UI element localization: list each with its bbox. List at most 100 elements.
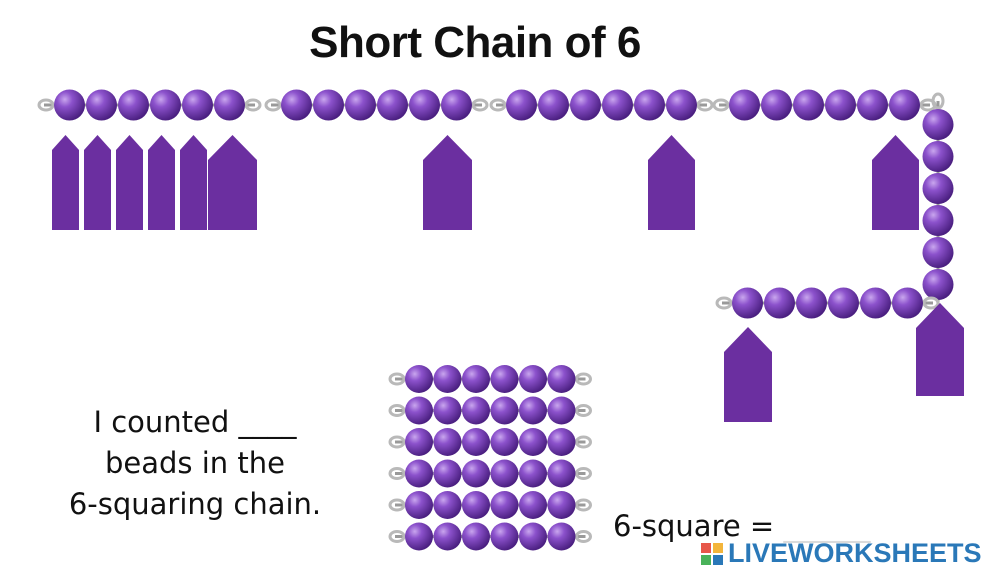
bar-loop-right [575, 372, 592, 386]
square-row-6 [388, 522, 592, 551]
bead [118, 89, 149, 121]
bead [377, 89, 408, 121]
chain-bar-4 [712, 89, 937, 121]
bead [860, 287, 891, 319]
bar-loop-top [931, 92, 945, 110]
bead [519, 522, 547, 551]
bead [405, 428, 433, 456]
tag-bead-1 [52, 135, 79, 230]
bead [519, 459, 547, 488]
bead [666, 89, 697, 121]
page-title: Short Chain of 6 [309, 18, 641, 67]
bead [857, 89, 888, 121]
bead [922, 237, 954, 268]
bead [462, 522, 490, 551]
tag-bead-3 [116, 135, 143, 230]
tag-bead-2 [84, 135, 111, 230]
bead [182, 89, 213, 121]
bead [405, 396, 433, 425]
bead [462, 428, 490, 456]
bar-loop-right [575, 435, 592, 449]
tag-bar-5 [916, 303, 964, 396]
bead [490, 459, 519, 488]
bar-loop-right [575, 530, 592, 543]
bead [547, 491, 576, 519]
chain-bar-3 [489, 89, 714, 121]
six-square-of-beads [388, 365, 592, 551]
bar-loop-right [575, 404, 592, 417]
bead [729, 89, 760, 121]
bar-loop-right [575, 498, 592, 512]
bead [405, 365, 433, 393]
bead [922, 269, 954, 300]
tag-bead-4 [148, 135, 175, 230]
bead [793, 89, 824, 121]
bead [490, 428, 519, 456]
bead [519, 491, 547, 519]
chain-bar-2 [264, 89, 489, 121]
bar-loop-right [922, 296, 940, 310]
bead [433, 522, 462, 551]
counted-beads-prompt: I counted ____ beads in the 6-squaring c… [40, 402, 350, 525]
bead [490, 396, 519, 425]
bead [409, 89, 440, 121]
bar-loop-left [388, 435, 406, 449]
bead [570, 89, 601, 121]
bead [547, 365, 576, 393]
tag-bar-6 [724, 327, 772, 422]
bead [547, 459, 576, 488]
bead [634, 89, 665, 121]
bead [433, 459, 462, 488]
square-row-2 [388, 396, 592, 425]
tag-bead-5 [180, 135, 207, 230]
bead [462, 491, 490, 519]
bead [519, 365, 547, 393]
bead [441, 89, 472, 121]
bead [405, 459, 433, 488]
tag-bar-2 [423, 135, 472, 230]
bead [433, 396, 462, 425]
square-row-5 [388, 491, 592, 519]
chain-bar-6 [715, 287, 940, 319]
bead [490, 522, 519, 551]
bead [86, 89, 117, 121]
bead [825, 89, 856, 121]
liveworksheets-brand: LIVEWORKSHEETS [698, 538, 988, 569]
bead [214, 89, 245, 121]
bead [547, 396, 576, 425]
bead [889, 89, 920, 121]
bar-loop-left [715, 296, 733, 310]
bar-loop-right [696, 98, 714, 112]
bar-loop-left [388, 404, 406, 417]
bar-loop-left [37, 98, 55, 112]
bar-loop-left [712, 98, 730, 112]
bead [547, 428, 576, 456]
bead [150, 89, 181, 121]
bead [433, 491, 462, 519]
bar-loop-right [471, 98, 489, 112]
bead [764, 287, 795, 319]
bar-loop-right [244, 98, 262, 112]
square-row-4 [388, 459, 592, 488]
answer-tags [52, 135, 964, 422]
bead [405, 522, 433, 551]
bead [519, 396, 547, 425]
bead [490, 491, 519, 519]
bead [761, 89, 792, 121]
bead [462, 365, 490, 393]
bead [732, 287, 763, 319]
bar-loop-left [388, 530, 406, 543]
bead [462, 459, 490, 488]
tag-bar-3 [648, 135, 695, 230]
chain-bar-1 [37, 89, 262, 121]
bar-loop-left [388, 372, 406, 386]
brand-name: LIVEWORKSHEETS [728, 538, 982, 568]
short-chain-of-6 [37, 89, 954, 319]
bar-loop-left [388, 498, 406, 512]
bead [796, 287, 827, 319]
bar-loop-left [489, 98, 507, 112]
bar-loop-right [575, 467, 592, 480]
bead [892, 287, 923, 319]
bead [538, 89, 569, 121]
